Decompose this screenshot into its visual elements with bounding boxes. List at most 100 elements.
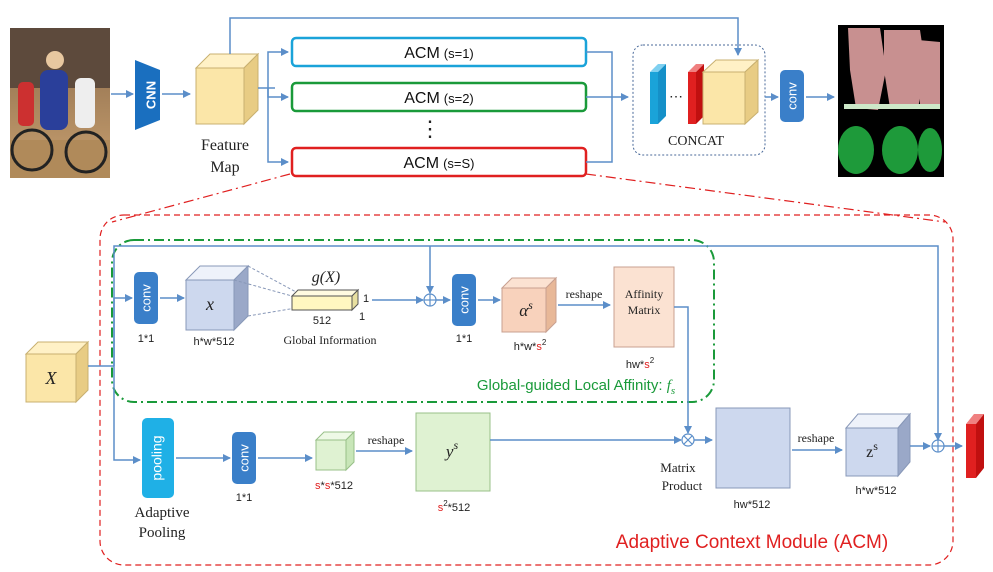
svg-text:s2*512: s2*512 [438,499,471,514]
ss-size-s1: s [315,480,321,492]
acm-branch-name: ACM [404,155,440,172]
output-slab [966,414,984,478]
svg-text:zs: zs [866,439,878,461]
z-sup: s [873,439,878,453]
input-x-cube [24,340,90,404]
y-label: y [444,442,454,461]
acm-branch-scale: (s=S) [443,156,474,171]
vertical-dots: ⋮ [419,116,441,141]
x-cube-label: x [205,294,214,314]
acm-branch-scale: (s=1) [444,46,474,61]
pooling-label: pooling [149,435,165,480]
svg-text:Global-guided Local Affinity:: Global-guided Local Affinity: fs [477,377,675,397]
acm-title: Adaptive Context Module (ACM) [616,532,888,553]
acm-branch-1: ACM (s=1) [290,36,588,68]
ss-cube [314,430,356,472]
reshape-1-label: reshape [566,287,603,301]
global-info-label: Global Information [284,333,377,347]
affinity-size-base: hw* [626,359,645,371]
x-cube [184,264,250,332]
acm-branch-3: ACM(s=S) [290,146,588,178]
global-branch-title: Global-guided Local Affinity: [477,377,667,394]
feature-map-cube [194,52,260,126]
ss-size-end: *512 [330,480,353,492]
matrix-product-label-2: Product [662,478,703,493]
ss-size-s2: s [325,480,331,492]
conv-3-size: 1*1 [236,492,253,504]
z-cube [844,412,912,478]
gx-slab [290,288,360,312]
matrix-product-label-1: Matrix [660,460,696,475]
affinity-size-sup: 2 [650,356,655,365]
plus-node-1 [423,293,437,307]
input-x-label: X [45,368,58,388]
svg-text:s*s*512: s*s*512 [315,480,353,492]
top-conv-block: conv [780,70,804,122]
y-size-sup: 2 [443,499,448,508]
cnn-label: CNN [143,81,158,109]
top-conv-label: conv [784,82,799,110]
acm-branch-name: ACM [404,90,440,107]
hw-matrix [715,407,791,489]
conv-3-label: conv [236,444,251,472]
svg-text:ACM(s=S): ACM(s=S) [404,155,475,172]
affinity-label-2: Matrix [628,303,661,317]
gx-dim-1a: 1 [363,293,369,305]
acm-branch-name: ACM [404,45,440,62]
global-branch-frame [111,239,715,403]
gx-dim-1b: 1 [359,311,365,323]
svg-text:hw*s2: hw*s2 [626,356,655,371]
adaptive-pool-label-2: Pooling [139,525,186,541]
acm-module-frame [99,214,954,566]
feature-map-label-1: Feature [201,137,249,154]
input-photo [10,28,110,178]
reshape-2-label: reshape [368,433,405,447]
y-matrix [415,412,491,492]
concat-label: CONCAT [668,134,724,149]
reshape-3-label: reshape [798,431,835,445]
conv-2-label: conv [456,286,471,314]
conv-1-block: conv [134,272,158,324]
conv-2-size: 1*1 [456,333,473,345]
segmentation-output [838,25,944,177]
global-branch-symbol: f [667,378,673,394]
pooling-block: pooling [142,418,174,498]
alpha-size-sup: 2 [542,338,547,347]
y-size-s: s [438,502,444,514]
matrix-product-node [681,433,695,447]
concat-ellipsis: ⋯ [669,88,683,104]
acm-branch-scale: (s=2) [444,91,474,106]
affinity-label-1: Affinity [625,287,663,301]
global-branch-sub: s [671,385,675,397]
svg-text:ys: ys [444,438,459,461]
hw-size: hw*512 [734,499,771,511]
alpha-cube [500,276,558,334]
y-size-end: *512 [448,502,471,514]
conv-1-size: 1*1 [138,333,155,345]
x-cube-size: h*w*512 [194,336,235,348]
feature-map-label-2: Map [210,159,239,176]
conv-1-label: conv [138,284,153,312]
concat-block [632,44,766,156]
z-size: h*w*512 [856,485,897,497]
plus-node-final [931,439,945,453]
alpha-size-s: s [536,341,542,353]
alpha-size-base: h*w* [514,341,537,353]
z-label: z [866,444,873,461]
gx-dim-512: 512 [313,315,331,327]
alpha-sup: s [528,298,533,312]
conv-2-block: conv [452,274,476,326]
affinity-size-s: s [644,359,650,371]
svg-text:h*w*s2: h*w*s2 [514,338,547,353]
svg-text:ACM(s=1): ACM (s=1) [404,45,474,62]
cnn-block: CNN [135,60,160,130]
acm-branch-2: ACM (s=2) [290,81,588,113]
ss-size-mid: * [321,480,326,492]
y-sup: s [453,438,458,452]
adaptive-pool-label-1: Adaptive [135,505,190,521]
conv-3-block: conv [232,432,256,484]
gx-label: g(X) [312,269,340,286]
alpha-label: α [519,301,529,320]
svg-text:ACM(s=2): ACM (s=2) [404,90,474,107]
